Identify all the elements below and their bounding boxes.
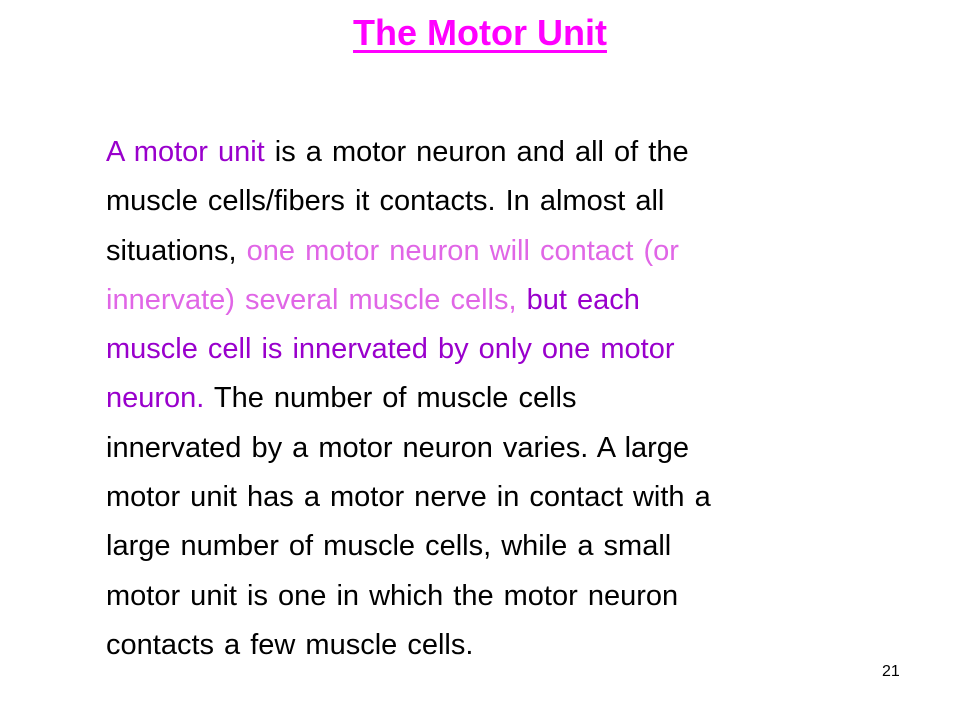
text-run: situations,	[106, 234, 247, 267]
text-run: neuron.	[106, 382, 205, 415]
text-run: The number of muscle cells	[204, 382, 577, 415]
text-run: contacts a few muscle cells.	[106, 628, 474, 661]
text-run: is a motor neuron and all of the	[264, 136, 689, 168]
text-line: muscle cells/fibers it contacts. In almo…	[106, 177, 886, 226]
text-run: muscle cell is innervated by only one mo…	[106, 333, 675, 366]
text-run: one motor neuron will contact (or	[246, 234, 679, 267]
text-line: neuron. The number of muscle cells	[106, 374, 886, 423]
text-run: large number of muscle cells, while a sm…	[106, 530, 672, 563]
text-run: motor unit is one in which the motor neu…	[106, 579, 679, 612]
page-number: 21	[882, 663, 900, 680]
text-run: muscle cells/fibers it contacts. In almo…	[106, 185, 665, 218]
text-line: innervate) several muscle cells, but eac…	[106, 276, 886, 325]
text-line: A motor unit is a motor neuron and all o…	[106, 128, 886, 177]
slide-title: The Motor Unit	[353, 12, 607, 53]
text-line: motor unit is one in which the motor neu…	[106, 572, 886, 621]
text-run: A motor unit	[106, 136, 265, 168]
text-line: muscle cell is innervated by only one mo…	[106, 325, 886, 374]
text-line: contacts a few muscle cells.	[106, 621, 886, 670]
text-run: innervated by a motor neuron varies. A l…	[106, 431, 690, 464]
text-line: motor unit has a motor nerve in contact …	[106, 473, 886, 522]
text-line: large number of muscle cells, while a sm…	[106, 522, 886, 571]
text-line: innervated by a motor neuron varies. A l…	[106, 424, 886, 473]
text-run: motor unit has a motor nerve in contact …	[106, 481, 711, 514]
text-run: innervate) several muscle cells,	[106, 283, 527, 316]
body-paragraph: A motor unit is a motor neuron and all o…	[106, 128, 886, 670]
text-run: but each	[526, 283, 640, 316]
text-line: situations, one motor neuron will contac…	[106, 227, 886, 276]
